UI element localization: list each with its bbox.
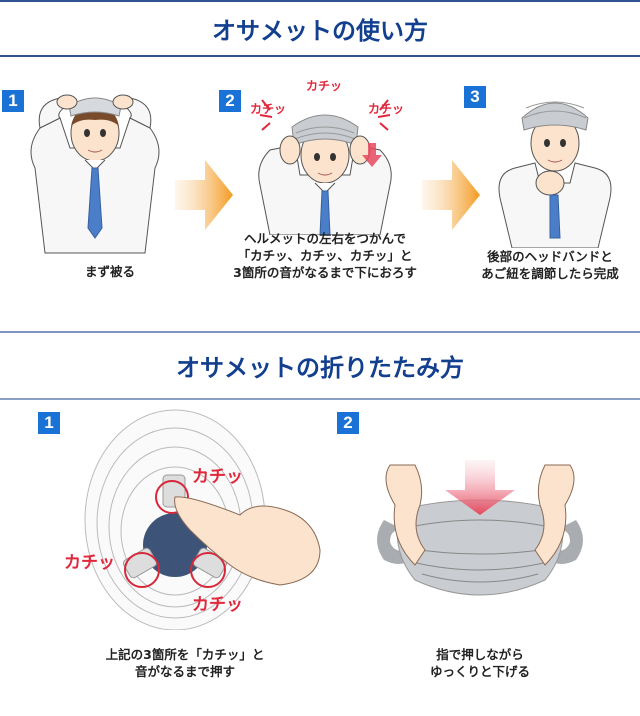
caption-line: 音がなるまで押す	[134, 664, 235, 679]
click-label-right: カチッ	[192, 595, 243, 615]
click-label-top: カチッ	[306, 79, 343, 93]
usage-section-title: オサメットの使い方	[212, 17, 428, 45]
next-step-arrow-icon	[422, 160, 480, 230]
caption-line: まず被る	[84, 264, 135, 279]
hands-compressing-helmet-illustration	[377, 460, 583, 596]
caption-line: 指で押しながら	[436, 647, 524, 662]
caption-line: ゆっくりと下げる	[429, 664, 530, 679]
step-badge-2: 2	[219, 90, 241, 112]
fold-step-1-caption: 上記の3箇所を「カチッ」と 音がなるまで押す	[70, 646, 300, 680]
fold-step-badge-2: 2	[337, 412, 359, 434]
folding-section-title: オサメットの折りたたみ方	[176, 354, 464, 382]
usage-step-1-caption: まず被る	[40, 263, 180, 280]
step-badge-3: 3	[464, 86, 486, 108]
click-label-right: カチッ	[368, 102, 405, 116]
step-badge-1: 1	[2, 90, 24, 112]
usage-step-2-caption: ヘルメットの左右をつかんで 「カチッ、カチッ、カチッ」と 3箇所の音がなるまで下…	[215, 230, 435, 281]
man-adjusting-chinstrap-illustration	[498, 101, 612, 248]
next-step-arrow-icon	[175, 160, 233, 230]
click-label-left: カチッ	[64, 553, 115, 573]
caption-line: ヘルメットの左右をつかんで	[244, 231, 406, 246]
usage-step-3-caption: 後部のヘッドバンドと あご紐を調節したら完成	[460, 248, 640, 282]
caption-line: 後部のヘッドバンドと	[487, 249, 613, 264]
caption-line: 3箇所の音がなるまで下におろす	[233, 265, 417, 280]
caption-line: あご紐を調節したら完成	[481, 266, 619, 281]
fold-step-2-caption: 指で押しながら ゆっくりと下げる	[380, 646, 580, 680]
caption-line: 「カチッ、カチッ、カチッ」と	[237, 248, 413, 263]
caption-line: 上記の3箇所を「カチッ」と	[105, 647, 265, 662]
fold-step-badge-1: 1	[38, 412, 60, 434]
man-putting-on-helmet-illustration	[30, 94, 160, 254]
click-label-top: カチッ	[192, 467, 243, 487]
usage-section-header: オサメットの使い方	[0, 0, 640, 57]
folding-section-header: オサメットの折りたたみ方	[0, 331, 640, 400]
man-pressing-helmet-down-illustration	[258, 99, 392, 235]
helmet-top-view-clicks-illustration	[84, 409, 321, 630]
